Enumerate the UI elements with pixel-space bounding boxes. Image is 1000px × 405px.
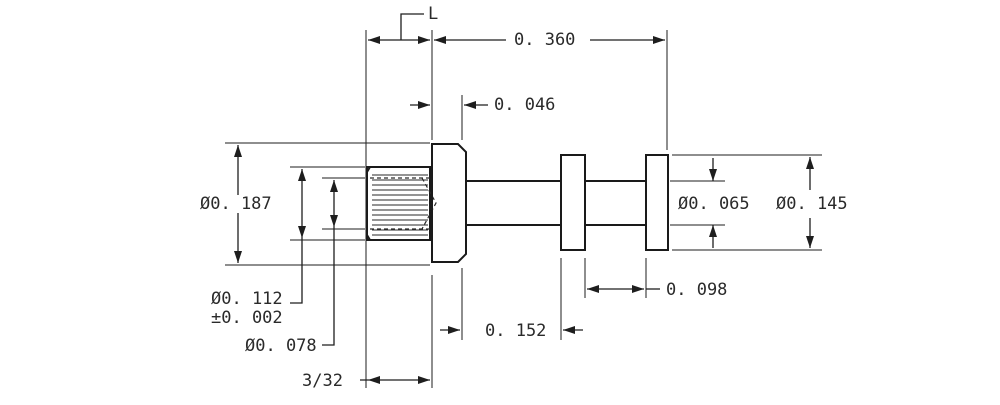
dim-knurl-tol-label: ±0. 002 [209,308,285,328]
knurl-chamfer-top [366,166,371,173]
dim-flange-dia-label: Ø0. 187 [198,194,274,214]
dim-l-label: L [426,4,441,24]
head-flange [431,143,467,263]
dim-flange-thickness-label: 0. 046 [492,95,558,115]
dim-collar-spacing-label: 0. 098 [664,280,730,300]
dim-pin-dia-label: Ø0. 078 [243,336,319,356]
part-outline [366,143,669,263]
dimension-lines [234,13,814,384]
collar-2 [645,154,669,251]
collar-1 [560,154,586,251]
dim-knurl-length-label: 3/32 [300,371,345,391]
knurl-lines [372,174,428,236]
dim-shaft-dia-label: Ø0. 065 [676,194,752,214]
dim-collar-offset-label: 0. 152 [483,321,549,341]
dim-knurl-dia-label: Ø0. 112 [209,289,285,309]
knurl-chamfer-bottom [366,234,371,241]
dim-collar-dia-label: Ø0. 145 [774,194,850,214]
dim-overall-length-label: 0. 360 [512,30,578,50]
knurl-body [366,166,431,241]
hidden-pin-tip [421,177,437,230]
